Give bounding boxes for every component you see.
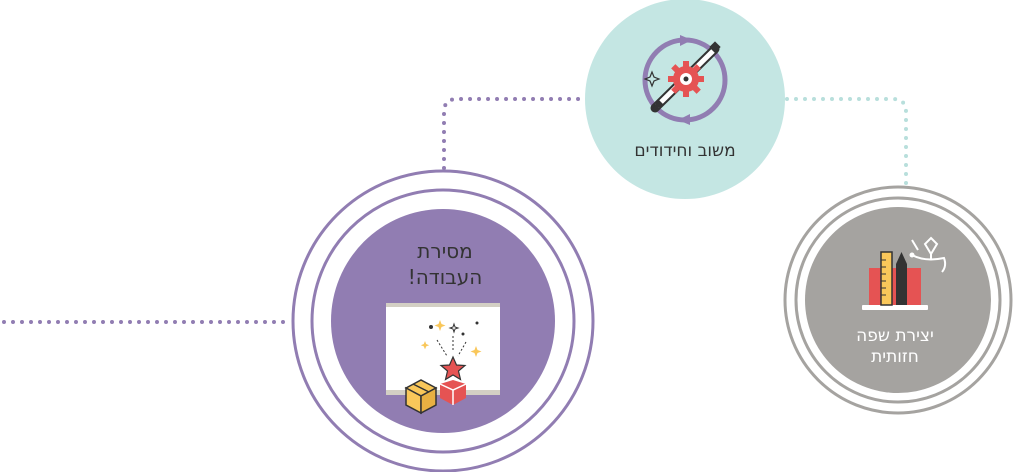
stage-visual-language-label: יצירת שפה חזותית [815,326,975,368]
connector-feedback-to-visual [785,97,908,189]
visual-label-line2: חזותית [871,347,919,367]
stage-feedback-label: משוב וחידודים [600,141,770,161]
stage-delivery-label: מסירת העבודה! [360,238,530,290]
stage-feedback [585,0,785,199]
visual-label-line1: יצירת שפה [856,326,934,346]
visual-inner-ring [794,196,1002,404]
stage-visual-language [783,185,1013,415]
visual-outer-ring [783,185,1013,415]
presentation-board-gift-icon [386,303,500,415]
delivery-outer-ring [291,169,595,472]
delivery-inner-ring [310,188,576,454]
gear-pencil-cycle-icon [642,35,728,125]
feedback-circle [585,0,785,199]
feedback-label-text: משוב וחידודים [634,141,736,161]
delivery-label-line1: מסירת [417,239,473,263]
stage-delivery [291,169,595,472]
laptop-design-tools-icon [862,236,947,310]
connector-delivery-to-feedback [442,97,586,170]
delivery-label-line2: העבודה! [407,265,483,289]
